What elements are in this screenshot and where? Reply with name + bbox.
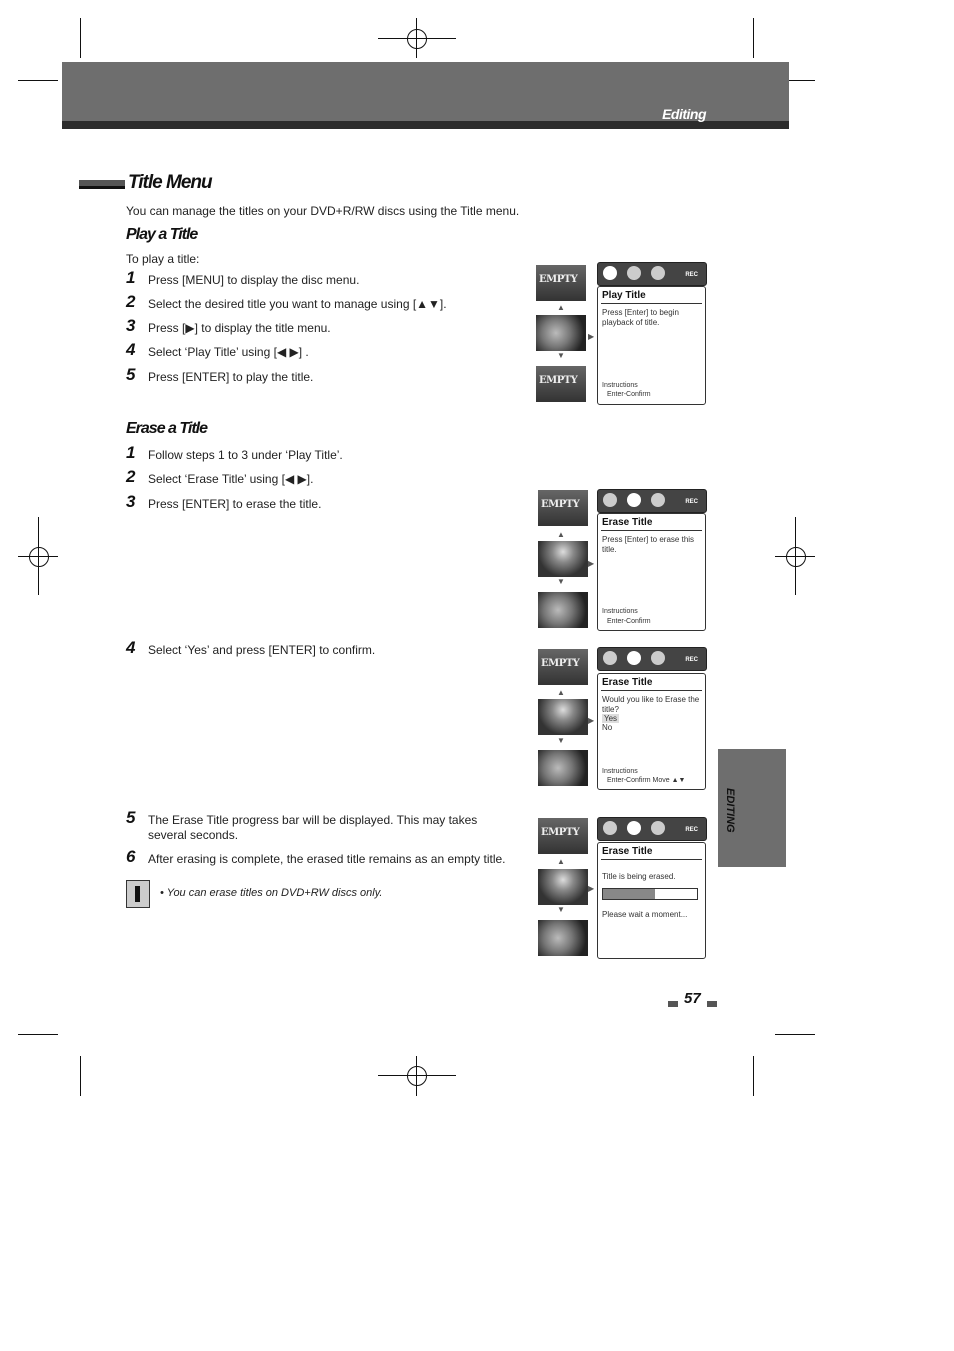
step-number: 1 bbox=[126, 268, 136, 287]
crop-mark bbox=[80, 18, 81, 58]
disc-icon bbox=[603, 266, 617, 280]
menu-icon-bar: REC bbox=[597, 817, 707, 841]
up-arrow-icon: ▲ bbox=[557, 688, 565, 697]
up-arrow-icon: ▲ bbox=[557, 857, 565, 866]
step-number: 5 bbox=[126, 808, 136, 827]
thumbnail-image bbox=[536, 315, 586, 351]
crop-mark bbox=[753, 1056, 754, 1096]
right-arrow-icon: ▶ bbox=[588, 884, 595, 893]
up-arrow-icon: ▲ bbox=[557, 303, 565, 312]
step-text: Press [MENU] to display the disc menu. bbox=[148, 273, 360, 287]
step-text: Follow steps 1 to 3 under ‘Play Title’. bbox=[148, 448, 343, 462]
edit-icon bbox=[651, 266, 665, 280]
title-icon bbox=[627, 266, 641, 280]
crop-mark bbox=[80, 1056, 81, 1096]
step-text: Select the desired title you want to man… bbox=[148, 297, 447, 311]
step-text: Press [▶] to display the title menu. bbox=[148, 321, 331, 335]
step-number: 4 bbox=[126, 340, 136, 359]
disc-icon bbox=[603, 493, 617, 507]
menu-icon-bar: REC bbox=[597, 489, 707, 513]
thumbnail-empty: EMPTY bbox=[536, 366, 586, 402]
erase-progress-bar bbox=[602, 888, 698, 900]
title-bar-icon bbox=[79, 180, 125, 188]
intro-text: You can manage the titles on your DVD+R/… bbox=[126, 204, 520, 218]
down-arrow-icon: ▼ bbox=[557, 577, 565, 586]
registration-mark bbox=[29, 547, 49, 567]
note-icon bbox=[126, 880, 150, 908]
step-text: The Erase Title progress bar will be dis… bbox=[148, 813, 478, 842]
no-option[interactable]: No bbox=[602, 723, 613, 732]
crop-mark bbox=[775, 1034, 815, 1035]
page-title: Title Menu bbox=[128, 172, 213, 193]
step-text: After erasing is complete, the erased ti… bbox=[148, 852, 506, 866]
play-title-panel: Play Title Press [Enter] to begin playba… bbox=[597, 286, 706, 405]
menu-icon-bar: REC bbox=[597, 647, 707, 671]
play-heading: Play a Title bbox=[126, 226, 198, 243]
right-arrow-icon: ▶ bbox=[588, 716, 595, 725]
step-number: 2 bbox=[126, 292, 136, 311]
step-text: Select ‘Erase Title’ using [◀ ▶]. bbox=[148, 472, 314, 486]
side-tab-label: EDITING bbox=[724, 788, 736, 833]
step-number: 1 bbox=[126, 443, 136, 462]
thumbnail-image bbox=[538, 699, 588, 735]
page-number-marker bbox=[668, 1001, 678, 1007]
play-lead: To play a title: bbox=[126, 252, 200, 266]
yes-option[interactable]: Yes bbox=[602, 714, 620, 723]
thumbnail-empty: EMPTY bbox=[538, 818, 588, 854]
section-label: Editing bbox=[662, 106, 706, 122]
erase-confirm-panel: Erase Title Would you like to Erase the … bbox=[597, 673, 706, 790]
title-icon bbox=[627, 651, 641, 665]
thumbnail-empty: EMPTY bbox=[538, 490, 588, 526]
erase-progress-panel: Erase Title Title is being erased. Pleas… bbox=[597, 842, 706, 959]
crop-mark bbox=[753, 18, 754, 58]
step-text: Press [ENTER] to play the title. bbox=[148, 370, 314, 384]
crop-mark bbox=[18, 80, 58, 81]
thumbnail-empty: EMPTY bbox=[538, 649, 588, 685]
up-arrow-icon: ▲ bbox=[557, 530, 565, 539]
edit-icon bbox=[651, 651, 665, 665]
down-arrow-icon: ▼ bbox=[557, 905, 565, 914]
note-text: • You can erase titles on DVD+RW discs o… bbox=[160, 887, 383, 899]
side-tab bbox=[718, 749, 786, 867]
thumbnail-image bbox=[538, 541, 588, 577]
title-bar-rule bbox=[79, 186, 125, 189]
erase-title-panel: Erase Title Press [Enter] to erase this … bbox=[597, 513, 706, 631]
step-text: Press [ENTER] to erase the title. bbox=[148, 497, 322, 511]
edit-icon bbox=[651, 493, 665, 507]
title-icon bbox=[627, 493, 641, 507]
edit-icon bbox=[651, 821, 665, 835]
thumbnail-image bbox=[538, 592, 588, 628]
step-text: Select ‘Play Title’ using [◀ ▶] . bbox=[148, 345, 309, 359]
disc-icon bbox=[603, 821, 617, 835]
step-number: 3 bbox=[126, 316, 136, 335]
right-arrow-icon: ▶ bbox=[588, 332, 595, 341]
registration-mark bbox=[407, 1066, 427, 1086]
down-arrow-icon: ▼ bbox=[557, 351, 565, 360]
menu-icon-bar: REC bbox=[597, 262, 707, 286]
step-number: 6 bbox=[126, 847, 136, 866]
page-number: 57 bbox=[684, 990, 701, 1007]
step-text: Select ‘Yes’ and press [ENTER] to confir… bbox=[148, 643, 376, 657]
right-arrow-icon: ▶ bbox=[588, 559, 595, 568]
thumbnail-image bbox=[538, 750, 588, 786]
disc-icon bbox=[603, 651, 617, 665]
page-number-marker bbox=[707, 1001, 717, 1007]
thumbnail-image bbox=[538, 920, 588, 956]
header-rule bbox=[62, 121, 789, 129]
crop-mark bbox=[775, 80, 815, 81]
step-number: 5 bbox=[126, 365, 136, 384]
step-number: 2 bbox=[126, 467, 136, 486]
registration-mark bbox=[786, 547, 806, 567]
down-arrow-icon: ▼ bbox=[557, 736, 565, 745]
header-band bbox=[62, 62, 789, 122]
step-number: 4 bbox=[126, 638, 136, 657]
registration-mark bbox=[407, 29, 427, 49]
thumbnail-empty: EMPTY bbox=[536, 265, 586, 301]
step-number: 3 bbox=[126, 492, 136, 511]
title-icon bbox=[627, 821, 641, 835]
crop-mark bbox=[18, 1034, 58, 1035]
erase-heading: Erase a Title bbox=[126, 420, 208, 437]
thumbnail-image bbox=[538, 869, 588, 905]
